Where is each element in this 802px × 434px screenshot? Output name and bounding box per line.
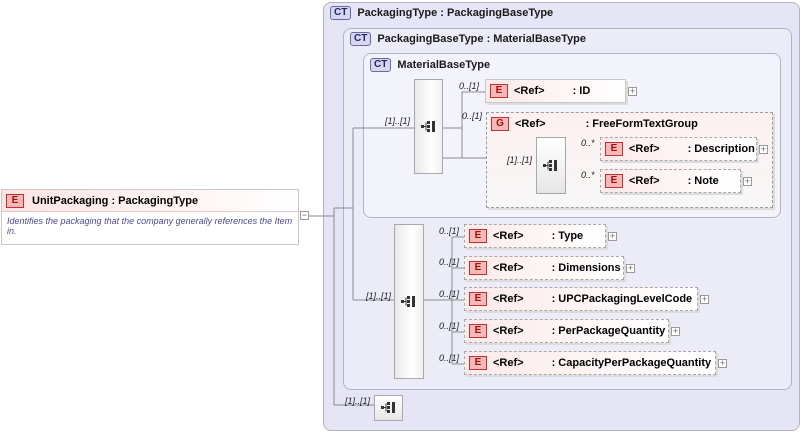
complex-type-badge: CT <box>330 6 352 20</box>
complex-type-badge: CT <box>370 58 392 72</box>
element-ref: <Ref> <box>493 325 524 337</box>
group-ref: <Ref> <box>515 118 546 130</box>
element-badge: E <box>605 174 623 188</box>
element-name: : ID <box>572 85 591 97</box>
complex-type-header-packagingtype: CT PackagingType : PackagingBaseType <box>330 6 553 20</box>
element-badge: E <box>469 229 487 243</box>
element-description[interactable]: E <Ref> : Description <box>600 137 757 161</box>
root-element-card[interactable]: E UnitPackaging : PackagingType Identifi… <box>1 189 299 245</box>
mid-sequence-compositor[interactable] <box>394 224 424 379</box>
complex-type-badge: CT <box>350 32 372 46</box>
element-name: : PerPackageQuantity <box>551 325 666 337</box>
element-ref: <Ref> <box>493 230 524 242</box>
group-sequence-cardinality: [1]..[1] <box>507 155 533 165</box>
plus-expand-icon[interactable]: + <box>743 176 752 186</box>
element-perpackagequantity[interactable]: E <Ref> : PerPackageQuantity <box>464 319 669 343</box>
element-id[interactable]: E <Ref> : ID <box>485 79 626 103</box>
element-ref: <Ref> <box>629 143 660 155</box>
group-sequence-compositor[interactable] <box>536 137 566 194</box>
element-name: : Dimensions <box>551 262 621 274</box>
plus-expand-icon[interactable]: + <box>608 231 617 241</box>
root-element-documentation: Identifies the packaging that the compan… <box>7 216 293 236</box>
element-dimensions[interactable]: E <Ref> : Dimensions <box>464 256 624 280</box>
element-ref: <Ref> <box>629 175 660 187</box>
type-cardinality: 0..[1] <box>439 226 460 236</box>
plus-expand-icon[interactable]: + <box>700 294 709 304</box>
complex-type-title: PackagingBaseType : MaterialBaseType <box>377 33 587 45</box>
element-name: : Description <box>687 143 755 155</box>
plus-expand-icon[interactable]: + <box>718 358 727 368</box>
sequence-compositor-icon <box>380 402 395 413</box>
element-badge: E <box>469 292 487 306</box>
sequence-compositor-icon <box>420 120 435 132</box>
element-note[interactable]: E <Ref> : Note <box>600 169 741 193</box>
inner-sequence-compositor[interactable] <box>414 79 443 174</box>
element-ref: <Ref> <box>493 293 524 305</box>
inner-sequence-cardinality: [1]..[1] <box>385 116 411 126</box>
element-name: : CapacityPerPackageQuantity <box>551 357 712 369</box>
note-cardinality: 0..* <box>581 170 595 180</box>
element-type[interactable]: E <Ref> : Type <box>464 224 606 248</box>
minus-collapse-icon[interactable]: − <box>300 210 309 220</box>
capacity-cardinality: 0..[1] <box>439 353 460 363</box>
group-name: : FreeFormTextGroup <box>585 118 698 130</box>
complex-type-title: MaterialBaseType <box>397 59 491 71</box>
group-badge: G <box>491 117 509 131</box>
plus-expand-icon[interactable]: + <box>628 86 637 96</box>
plus-expand-icon[interactable]: + <box>759 144 768 154</box>
root-element-header: E UnitPackaging : PackagingType <box>2 190 298 212</box>
element-badge: E <box>605 142 623 156</box>
sequence-compositor-icon <box>543 159 557 171</box>
upc-cardinality: 0..[1] <box>439 289 460 299</box>
element-badge: E <box>469 356 487 370</box>
element-ref: <Ref> <box>493 357 524 369</box>
element-ref: <Ref> <box>493 262 524 274</box>
outer-sequence-cardinality: [1]..[1] <box>345 396 371 406</box>
element-upcpackaginglevelcode[interactable]: E <Ref> : UPCPackagingLevelCode <box>464 287 698 311</box>
group-cardinality: 0..[1] <box>462 111 483 121</box>
plus-expand-icon[interactable]: + <box>626 263 635 273</box>
perpackagequantity-cardinality: 0..[1] <box>439 321 460 331</box>
element-capacityperpackagequantity[interactable]: E <Ref> : CapacityPerPackageQuantity <box>464 351 716 375</box>
element-name: : Note <box>687 175 719 187</box>
outer-sequence-compositor[interactable] <box>374 395 403 421</box>
root-element-title: UnitPackaging : PackagingType <box>32 194 199 207</box>
plus-expand-icon[interactable]: + <box>671 326 680 336</box>
mid-sequence-cardinality: [1]..[1] <box>366 291 392 301</box>
element-ref: <Ref> <box>514 85 545 97</box>
complex-type-header-materialbasetype: CT MaterialBaseType <box>370 58 490 72</box>
group-title: G <Ref> : FreeFormTextGroup <box>491 117 698 131</box>
id-cardinality: 0..[1] <box>459 81 480 91</box>
element-badge: E <box>469 261 487 275</box>
element-badge: E <box>469 324 487 338</box>
element-name: : UPCPackagingLevelCode <box>551 293 693 305</box>
complex-type-header-packagingbasetype: CT PackagingBaseType : MaterialBaseType <box>350 32 586 46</box>
element-name: : Type <box>551 230 584 242</box>
dimensions-cardinality: 0..[1] <box>439 257 460 267</box>
description-cardinality: 0..* <box>581 138 595 148</box>
complex-type-title: PackagingType : PackagingBaseType <box>357 7 554 19</box>
element-badge: E <box>490 84 508 98</box>
sequence-compositor-icon <box>401 295 415 307</box>
element-badge: E <box>6 193 24 208</box>
